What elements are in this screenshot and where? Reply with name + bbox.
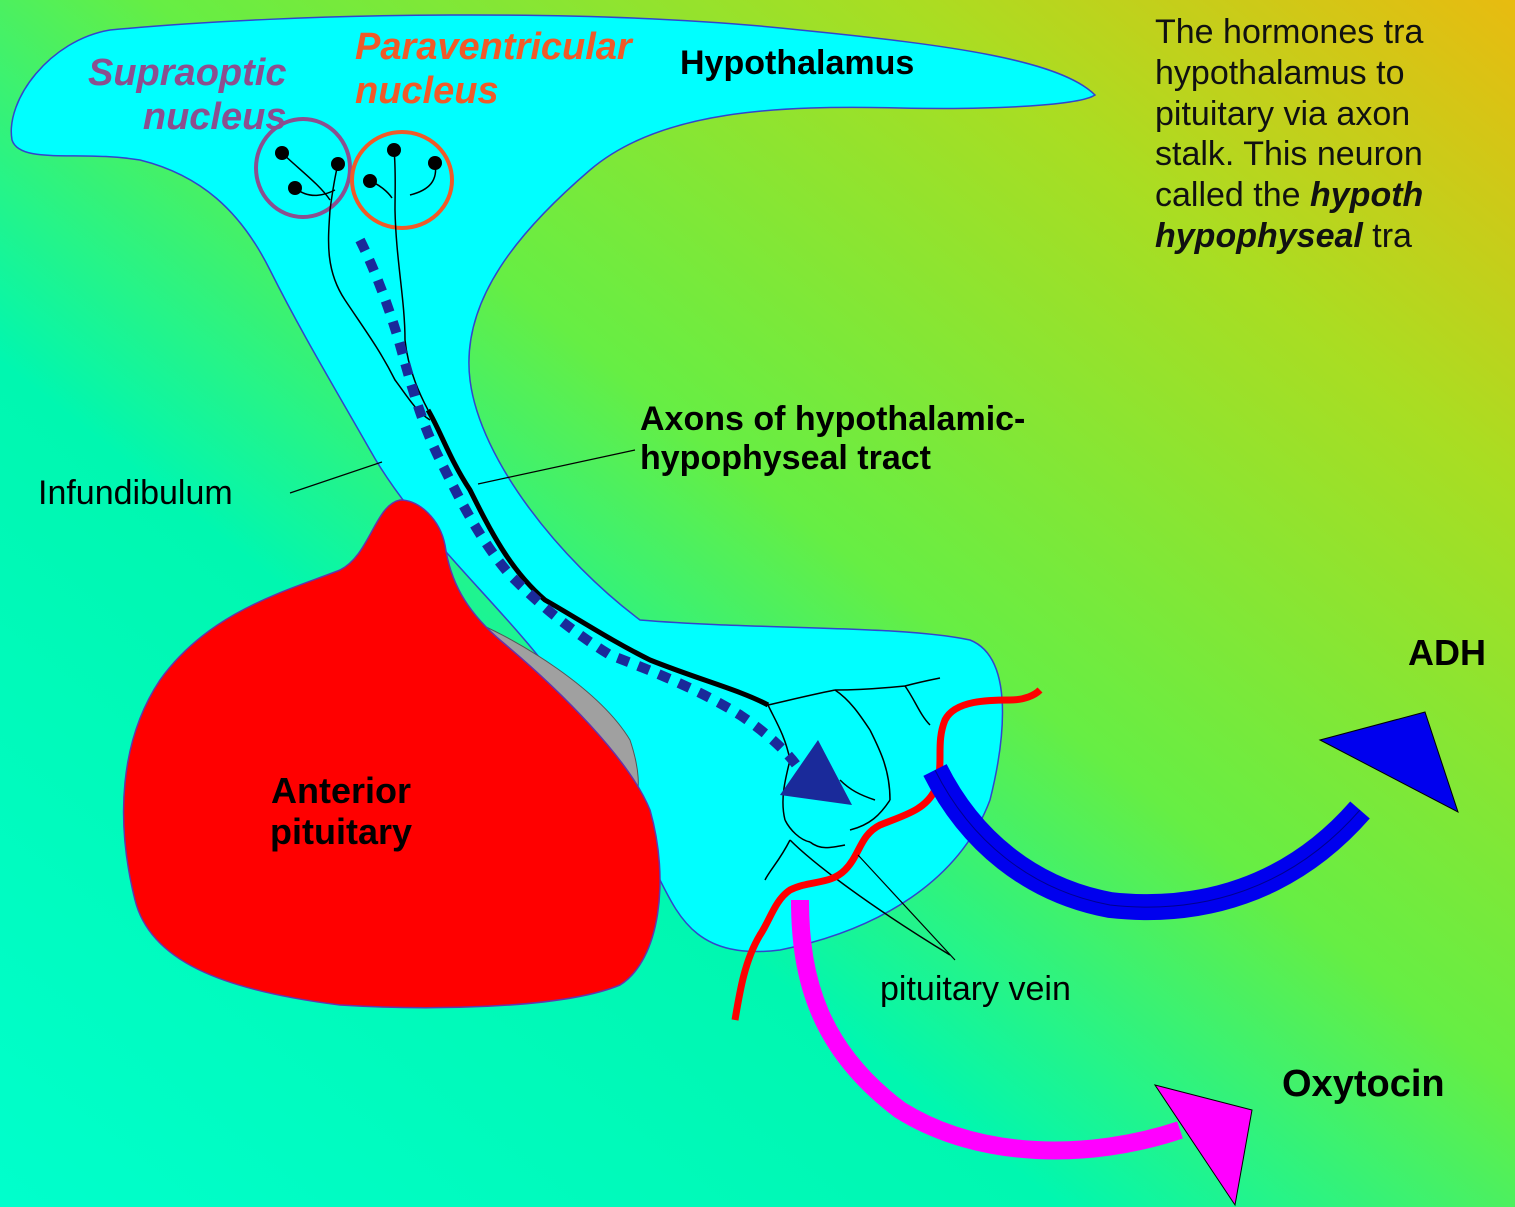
description-line3: pituitary via axon [1155,94,1515,135]
adh-arrowhead [1320,712,1458,812]
description-line4: stalk. This neuron [1155,134,1515,175]
axons-label-line1: Axons of hypothalamic- [640,400,1025,439]
supraoptic-label-line1: Supraoptic [88,52,286,96]
axons-label: Axons of hypothalamic- hypophyseal tract [640,400,1025,478]
pituitary-vein-label: pituitary vein [880,970,1071,1009]
oxytocin-arrow-shaft [800,900,1180,1150]
paraventricular-nucleus-label: Paraventricular nucleus [355,26,632,113]
supraoptic-nucleus-label: Supraoptic nucleus [88,52,286,139]
description-line5-prefix: called the [1155,176,1310,214]
supraoptic-label-line2: nucleus [88,96,286,140]
anterior-pituitary-label: Anterior pituitary [270,770,412,853]
description-line2: hypothalamus to [1155,53,1515,94]
hypothalamus-label: Hypothalamus [680,44,914,83]
paraventricular-label-line1: Paraventricular [355,26,632,70]
oxytocin-label: Oxytocin [1282,1063,1445,1107]
description-line6: hypophyseal tra [1155,216,1515,257]
description-line5: called the hypoth [1155,175,1515,216]
anterior-label-line1: Anterior [270,770,412,811]
description-line5-emphasis: hypoth [1310,176,1423,214]
description-line6-suffix: tra [1363,217,1412,255]
description-line1: The hormones tra [1155,12,1515,53]
axons-label-line2: hypophyseal tract [640,439,1025,478]
description-line6-emphasis: hypophyseal [1155,217,1363,255]
adh-label: ADH [1408,632,1486,673]
description-paragraph: The hormones tra hypothalamus to pituita… [1155,12,1515,257]
infundibulum-label: Infundibulum [38,474,233,513]
oxytocin-arrowhead [1155,1085,1252,1205]
anterior-label-line2: pituitary [270,811,412,852]
adh-arrow-shaft [935,770,1360,907]
paraventricular-label-line2: nucleus [355,70,632,114]
